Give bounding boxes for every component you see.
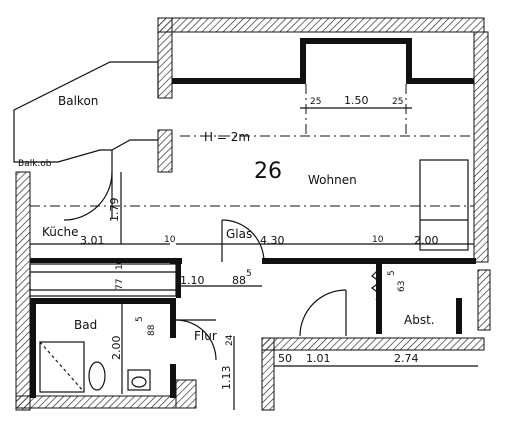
toilet [88,361,106,391]
dim-bottom-274: 2.74 [394,352,419,365]
wall-partition-flur [170,258,182,264]
dim-flur-24: 24 [225,334,235,346]
wall-bay-top [300,38,412,44]
wall-abst-left [376,264,382,334]
flur-door-swing [299,289,347,337]
dim-flur-88-sup: 5 [246,269,252,279]
balkon-outline [13,61,159,163]
dim-bottom-50: 50 [278,352,292,365]
dim-bottom-101: 1.01 [306,352,331,365]
wall-wohnen-top-right [406,78,474,84]
wall-bay-right [406,38,412,84]
sink [127,369,151,391]
room-label-kueche: Küche [42,225,78,239]
room-number: 26 [254,159,282,184]
dim-window-width: 1.50 [344,94,369,107]
outer-wall-right [473,31,489,263]
outer-wall-bottom-right [261,337,485,351]
room-label-abst: Abst. [404,313,435,327]
column-balkon [157,129,173,173]
dim-kueche-depth: 1.79 [108,198,121,223]
dim-wohnen-width: 4.30 [260,234,285,247]
outer-wall-bottom-stub [261,337,275,411]
wall-flur-vert [176,264,181,298]
dim-flur-110: 1.10 [180,274,205,287]
abst-zigzag [371,269,381,301]
label-glas: Glas [226,227,252,241]
room-label-bad: Bad [74,318,97,332]
shower [39,341,85,393]
outer-wall-top [157,17,485,33]
balkon-mark: Balk.ob [18,159,52,169]
dim-wohnen-right: 2.00 [414,234,439,247]
dim-abst-63: 63 [397,281,407,292]
outer-wall-bottom-left [15,395,177,409]
ceiling-height: H = 2m [204,130,250,144]
room-label-balkon: Balkon [58,94,98,108]
wall-bad-right [170,298,176,338]
glas-door-swing [221,219,265,263]
room-label-flur: Flur [194,329,217,343]
dim-kueche-width: 3.01 [80,234,105,247]
outer-wall-right-lower [477,269,491,331]
dim-kitchen-77: 77 [115,279,125,290]
wall-partition-left [30,258,170,263]
flur-wall-hatch [175,379,197,409]
dim-window-left: 25 [310,97,321,107]
dim-wall-10-b: 10 [372,235,384,245]
balkon-door-swing [63,171,113,221]
dim-window-right: 25 [392,97,403,107]
dim-wall-10-c: 10 [115,258,125,270]
wall-bad-right-lower [170,364,176,398]
kitchen-counter [29,263,177,297]
outer-wall-left [15,171,31,411]
dim-flur-88: 88 [232,274,246,287]
wall-bay-left [300,38,306,84]
wall-bad-top [30,298,176,304]
wall-abst-right [456,298,462,334]
sink-bowl [131,376,147,388]
dim-abst-5: 5 [387,270,397,276]
dim-wall-10-a: 10 [164,235,176,245]
room-label-wohnen: Wohnen [308,173,357,187]
bed [419,159,469,251]
dim-bad-88: 88 [147,324,157,336]
bad-door-swing [175,319,217,361]
dim-bad-200: 2.00 [110,336,123,361]
wall-partition-mid [262,258,476,264]
outer-wall-left-upper [157,17,173,99]
shower-diag [39,341,85,393]
wall-bad-left [30,298,36,398]
dim-bad-5: 5 [135,316,145,322]
dim-flur-113: 1.13 [220,366,233,391]
wall-wohnen-top-left [172,78,306,84]
